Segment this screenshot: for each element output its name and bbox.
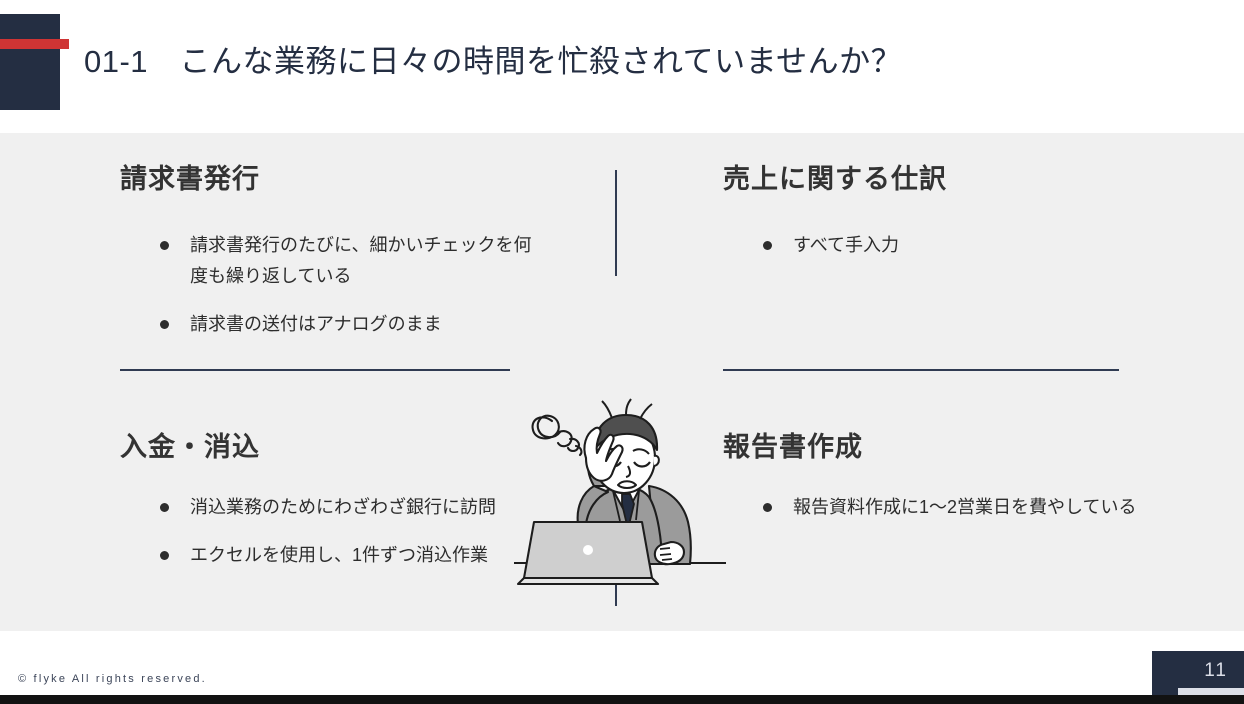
- bullet-list: 報告資料作成に1〜2営業日を費やしている: [723, 492, 1193, 523]
- list-item-label: 請求書発行のたびに、細かいチェックを何度も繰り返している: [190, 235, 532, 286]
- content-panel: 請求書発行 請求書発行のたびに、細かいチェックを何度も繰り返している 請求書の送…: [0, 133, 1244, 631]
- bullet-list: すべて手入力: [723, 230, 1153, 261]
- bullet-dot-icon: [160, 320, 169, 329]
- list-item: 消込業務のためにわざわざ銀行に訪問: [120, 492, 560, 523]
- page-title: 01-1 こんな業務に日々の時間を忙殺されていませんか？: [84, 44, 903, 79]
- list-item: 請求書の送付はアナログのまま: [120, 309, 540, 340]
- divider-vertical-top: [615, 170, 617, 276]
- slide-footer: © flyke All rights reserved. 11: [0, 631, 1244, 704]
- bullet-dot-icon: [160, 551, 169, 560]
- divider-horizontal-right: [723, 369, 1119, 371]
- page-number: 11: [1204, 660, 1228, 681]
- quadrant-heading: 請求書発行: [120, 164, 260, 194]
- quadrant-deposit-reconciliation: 入金・消込 消込業務のためにわざわざ銀行に訪問 エクセルを使用し、1件ずつ消込作…: [120, 425, 560, 571]
- bullet-dot-icon: [763, 241, 772, 250]
- quadrant-invoice-issuance: 請求書発行 請求書発行のたびに、細かいチェックを何度も繰り返している 請求書の送…: [120, 157, 540, 340]
- copyright-text: © flyke All rights reserved.: [18, 673, 207, 685]
- list-item: 報告資料作成に1〜2営業日を費やしている: [723, 492, 1193, 523]
- logo-red-stripe-icon: [0, 39, 69, 49]
- stressed-businessman-at-laptop-illustration: [512, 398, 728, 598]
- list-item-label: 報告資料作成に1〜2営業日を費やしている: [793, 497, 1137, 517]
- quadrant-report-creation: 報告書作成 報告資料作成に1〜2営業日を費やしている: [723, 425, 1193, 523]
- bullet-list: 請求書発行のたびに、細かいチェックを何度も繰り返している 請求書の送付はアナログ…: [120, 230, 540, 340]
- quadrant-sales-journal-entries: 売上に関する仕訳 すべて手入力: [723, 157, 1153, 261]
- quadrant-heading: 報告書作成: [723, 432, 863, 462]
- divider-horizontal-left: [120, 369, 510, 371]
- bullet-dot-icon: [160, 503, 169, 512]
- flyke-logo-mark-icon: [0, 14, 60, 110]
- list-item: すべて手入力: [723, 230, 1153, 261]
- slide-header: 01-1 こんな業務に日々の時間を忙殺されていませんか？: [0, 0, 1244, 133]
- list-item-label: すべて手入力: [793, 235, 900, 255]
- list-item-label: エクセルを使用し、1件ずつ消込作業: [190, 545, 489, 565]
- list-item: 請求書発行のたびに、細かいチェックを何度も繰り返している: [120, 230, 540, 292]
- page-number-badge: 11: [1152, 651, 1244, 695]
- bullet-dot-icon: [763, 503, 772, 512]
- quadrant-heading: 売上に関する仕訳: [723, 164, 947, 194]
- list-item-label: 請求書の送付はアナログのまま: [190, 314, 442, 334]
- list-item: エクセルを使用し、1件ずつ消込作業: [120, 540, 560, 571]
- quadrant-heading: 入金・消込: [120, 432, 260, 462]
- bullet-dot-icon: [160, 241, 169, 250]
- bottom-strip: [0, 695, 1244, 704]
- list-item-label: 消込業務のためにわざわざ銀行に訪問: [190, 497, 496, 517]
- bullet-list: 消込業務のためにわざわざ銀行に訪問 エクセルを使用し、1件ずつ消込作業: [120, 492, 560, 571]
